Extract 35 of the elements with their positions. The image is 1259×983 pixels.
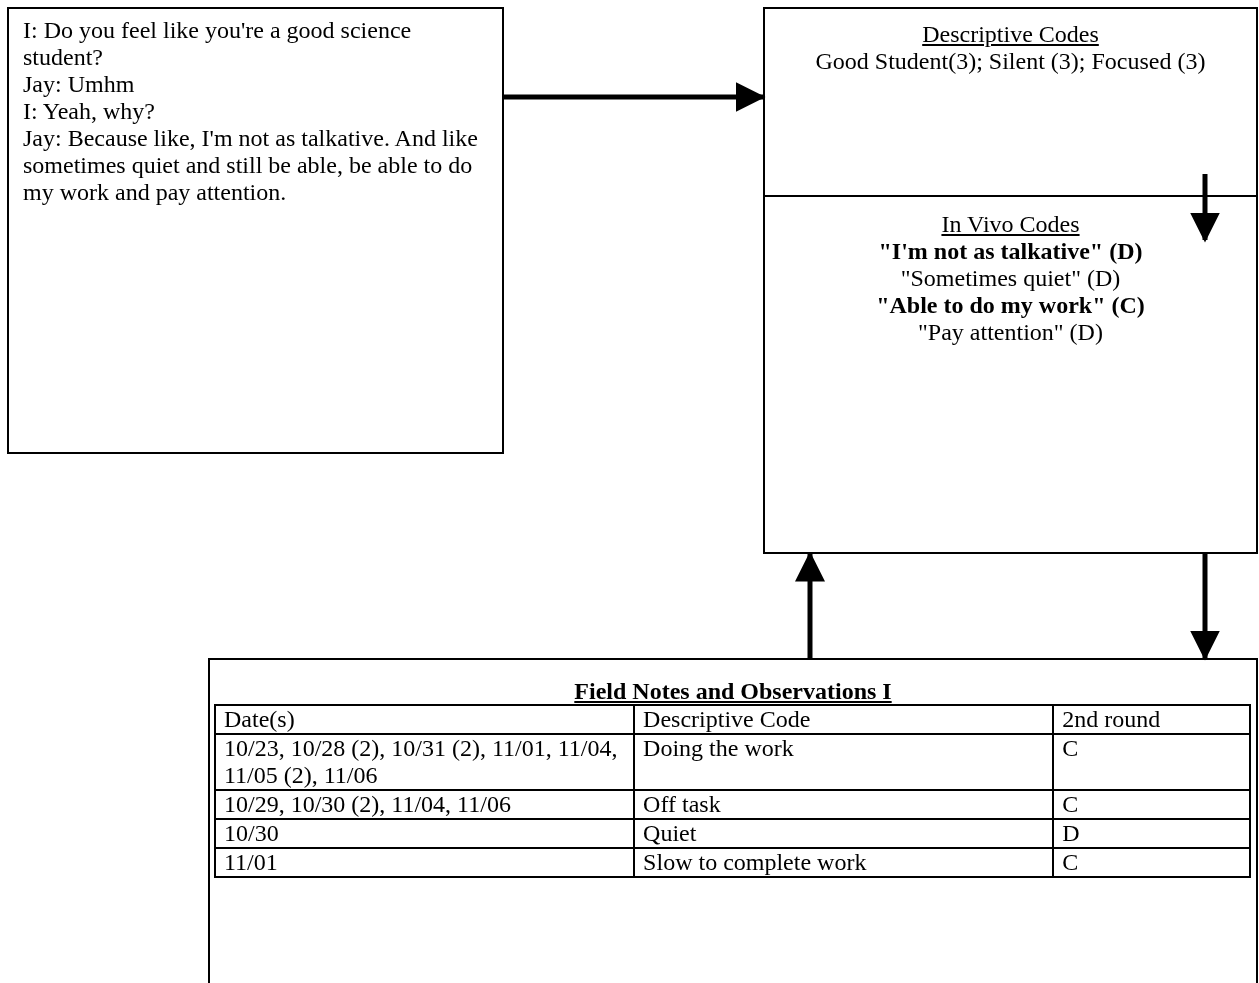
dates-text: 11/01 [215, 848, 635, 877]
code-panel [763, 195, 1258, 554]
column-header: Descriptive Code [634, 705, 1054, 734]
interview-line: I: Do you feel like you're a good science student? [23, 17, 413, 71]
arrow [504, 82, 766, 112]
table-title: Field Notes and Observations I [573, 678, 893, 705]
code-list: Good Student(3); Silent (3); Focused (3) [771, 48, 1250, 75]
dates-text: 10/30 [215, 819, 635, 848]
arrow [795, 551, 825, 658]
code-text: Doing the work [634, 734, 1054, 790]
round-text: C [1053, 790, 1250, 819]
code-text: Off task [634, 790, 1054, 819]
code-text: Quiet [634, 819, 1054, 848]
round-text: C [1053, 848, 1250, 877]
code-line: "Pay attention" (D) [917, 319, 1104, 346]
column-header: 2nd round [1053, 705, 1250, 734]
arrow [1190, 554, 1220, 661]
code-text: Slow to complete work [634, 848, 1054, 877]
code-panel [763, 7, 1258, 197]
round-text: C [1053, 734, 1250, 790]
interview-box [7, 7, 504, 454]
round-text: D [1053, 819, 1250, 848]
dates-text: 10/29, 10/30 (2), 11/04, 11/06 [215, 790, 635, 819]
table-panel [208, 658, 1258, 983]
dates-text: 10/23, 10/28 (2), 10/31 (2), 11/01, 11/04, 11/05 (2), 11/06 [215, 734, 635, 790]
interview-line: Jay: Umhm [23, 71, 136, 98]
column-header: Date(s) [215, 705, 635, 734]
interview-line: I: Yeah, why? [23, 98, 156, 125]
section-heading: Descriptive Codes [921, 21, 1100, 48]
code-line: "Able to do my work" (C) [875, 292, 1146, 319]
interview-line: Jay: Because like, I'm not as talkative. And like sometimes quiet and still be able, be able to do my work and pay attention. [23, 125, 479, 206]
code-line: "I'm not as talkative" (D) [877, 238, 1144, 265]
code-line: "Sometimes quiet" (D) [899, 265, 1122, 292]
arrow [1190, 174, 1220, 243]
section-heading: In Vivo Codes [940, 211, 1081, 238]
